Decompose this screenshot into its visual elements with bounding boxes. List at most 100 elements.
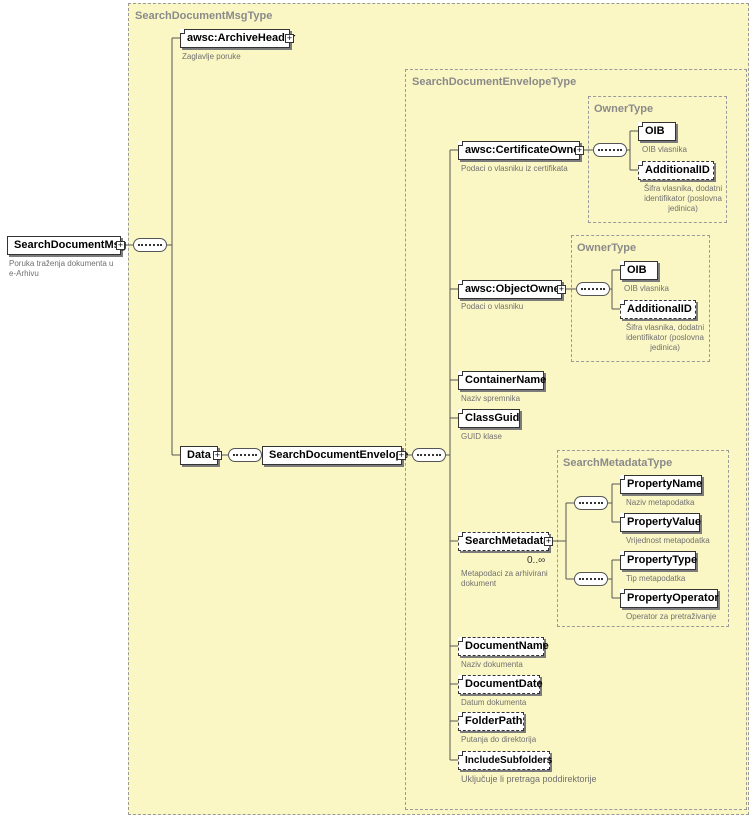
reference-marker-icon [620, 513, 625, 518]
element-doc: Metapodaci za arhivirani dokument [461, 569, 548, 588]
element-label: SearchDocumentMsg [14, 239, 127, 251]
sequence-compositor-icon [574, 572, 608, 586]
element-label: PropertyValue [627, 516, 701, 528]
element-object-owner[interactable]: awsc:ObjectOwner + [458, 280, 566, 299]
element-document-date[interactable]: DocumentDate [458, 675, 543, 694]
element-doc: Podaci o vlasniku [461, 302, 524, 311]
expand-icon[interactable]: + [575, 145, 584, 155]
sequence-compositor-icon [228, 448, 262, 462]
element-oib[interactable]: OIB [620, 261, 658, 280]
element-additional-id[interactable]: AdditionalID [638, 161, 714, 180]
type-label-owner-1: OwnerType [594, 103, 654, 115]
type-label-owner-2: OwnerType [577, 242, 637, 254]
expand-icon[interactable]: + [557, 284, 566, 294]
expand-icon[interactable]: + [285, 33, 294, 43]
reference-marker-icon [638, 122, 643, 127]
reference-marker-icon [458, 532, 463, 537]
element-label: OIB [627, 264, 647, 276]
reference-marker-icon [458, 712, 463, 717]
element-label: PropertyOperator [627, 592, 719, 604]
element-label: awsc:ObjectOwner [465, 283, 565, 295]
element-doc: Putanja do direktorija [461, 735, 537, 744]
expand-icon[interactable]: + [544, 536, 553, 546]
element-property-name[interactable]: PropertyName [620, 475, 702, 494]
element-folder-path[interactable]: FolderPath [458, 712, 524, 731]
element-doc: Šifra vlasnika, dodatni identifikator (p… [625, 323, 705, 352]
reference-marker-icon [180, 29, 185, 34]
element-label: SearchDocumentEnvelope [269, 449, 409, 461]
reference-marker-icon [638, 161, 643, 166]
element-doc: Zaglavlje poruke [182, 52, 241, 61]
element-label: awsc:ArchiveHeader [187, 32, 296, 44]
reference-marker-icon [458, 637, 463, 642]
element-doc: GUID klase [461, 432, 502, 441]
element-search-metadata[interactable]: SearchMetadata + [458, 532, 553, 551]
type-region-owner-2 [571, 235, 710, 362]
element-oib[interactable]: OIB [638, 122, 676, 141]
root-element-search-document-msg[interactable]: SearchDocumentMsg + [7, 236, 126, 255]
element-label: AdditionalID [627, 303, 692, 315]
element-doc: Uključuje li pretraga poddirektorije [461, 774, 597, 784]
reference-marker-icon [620, 300, 625, 305]
element-certificate-owner[interactable]: awsc:CertificateOwner + [458, 141, 584, 160]
element-label: PropertyName [627, 478, 703, 490]
element-label: awsc:CertificateOwner [465, 144, 584, 156]
type-label-search-metadata: SearchMetadataType [563, 457, 673, 469]
reference-marker-icon [620, 261, 625, 266]
sequence-compositor-icon [576, 282, 610, 296]
type-region-owner-1 [588, 96, 727, 223]
type-region-search-metadata [557, 450, 729, 627]
element-document-name[interactable]: DocumentName [458, 637, 549, 656]
element-doc: Naziv metapodatka [626, 498, 695, 507]
element-label: IncludeSubfolders [465, 755, 553, 766]
element-doc: Operator za pretraživanje [626, 612, 717, 621]
element-doc: Datum dokumenta [461, 698, 527, 707]
element-search-document-envelope[interactable]: SearchDocumentEnvelope + [262, 446, 408, 465]
reference-marker-icon [458, 751, 463, 756]
sequence-compositor-icon [574, 496, 608, 510]
element-property-operator[interactable]: PropertyOperator [620, 589, 719, 608]
element-label: DocumentName [465, 640, 549, 652]
reference-marker-icon [620, 475, 625, 480]
expand-icon[interactable]: + [213, 450, 222, 460]
sequence-compositor-icon [593, 143, 627, 157]
reference-marker-icon [458, 141, 463, 146]
element-doc: OIB vlasnika [624, 284, 669, 293]
multiplicity-label: 0..∞ [527, 555, 546, 566]
element-doc: Podaci o vlasniku iz certifikata [461, 164, 568, 173]
element-label: SearchMetadata [465, 535, 550, 547]
reference-marker-icon [458, 409, 463, 414]
expand-icon[interactable]: + [397, 450, 406, 460]
sequence-compositor-icon [412, 448, 446, 462]
element-label: PropertyType [627, 554, 698, 566]
element-property-type[interactable]: PropertyType [620, 551, 698, 570]
element-include-subfolders[interactable]: IncludeSubfolders [458, 751, 553, 770]
reference-marker-icon [458, 371, 463, 376]
element-doc: Naziv spremnika [461, 394, 521, 403]
reference-marker-icon [620, 551, 625, 556]
type-label-search-document-envelope: SearchDocumentEnvelopeType [412, 76, 577, 88]
type-region-search-document-envelope [405, 69, 747, 810]
element-additional-id[interactable]: AdditionalID [620, 300, 696, 319]
reference-marker-icon [620, 589, 625, 594]
element-property-value[interactable]: PropertyValue [620, 513, 701, 532]
type-label-search-document-msg: SearchDocumentMsgType [135, 10, 273, 22]
reference-marker-icon [458, 280, 463, 285]
element-label: OIB [645, 125, 665, 137]
element-data[interactable]: Data + [180, 446, 222, 465]
element-container-name[interactable]: ContainerName [458, 371, 547, 390]
reference-marker-icon [458, 675, 463, 680]
element-archive-header[interactable]: awsc:ArchiveHeader + [180, 29, 295, 48]
element-label: FolderPath [465, 715, 523, 727]
element-doc: Šifra vlasnika, dodatni identifikator (p… [643, 184, 723, 213]
element-class-guid[interactable]: ClassGuid [458, 409, 520, 428]
expand-icon[interactable]: + [116, 240, 125, 250]
element-doc: Naziv dokumenta [461, 660, 523, 669]
element-doc: Vrijednost metapodatka [626, 536, 710, 545]
element-label: ContainerName [465, 374, 547, 386]
element-label: Data [187, 449, 211, 461]
element-doc: Tip metapodatka [626, 574, 686, 583]
element-doc: OIB vlasnika [642, 145, 687, 154]
sequence-compositor-icon [133, 238, 167, 252]
element-label: AdditionalID [645, 164, 710, 176]
